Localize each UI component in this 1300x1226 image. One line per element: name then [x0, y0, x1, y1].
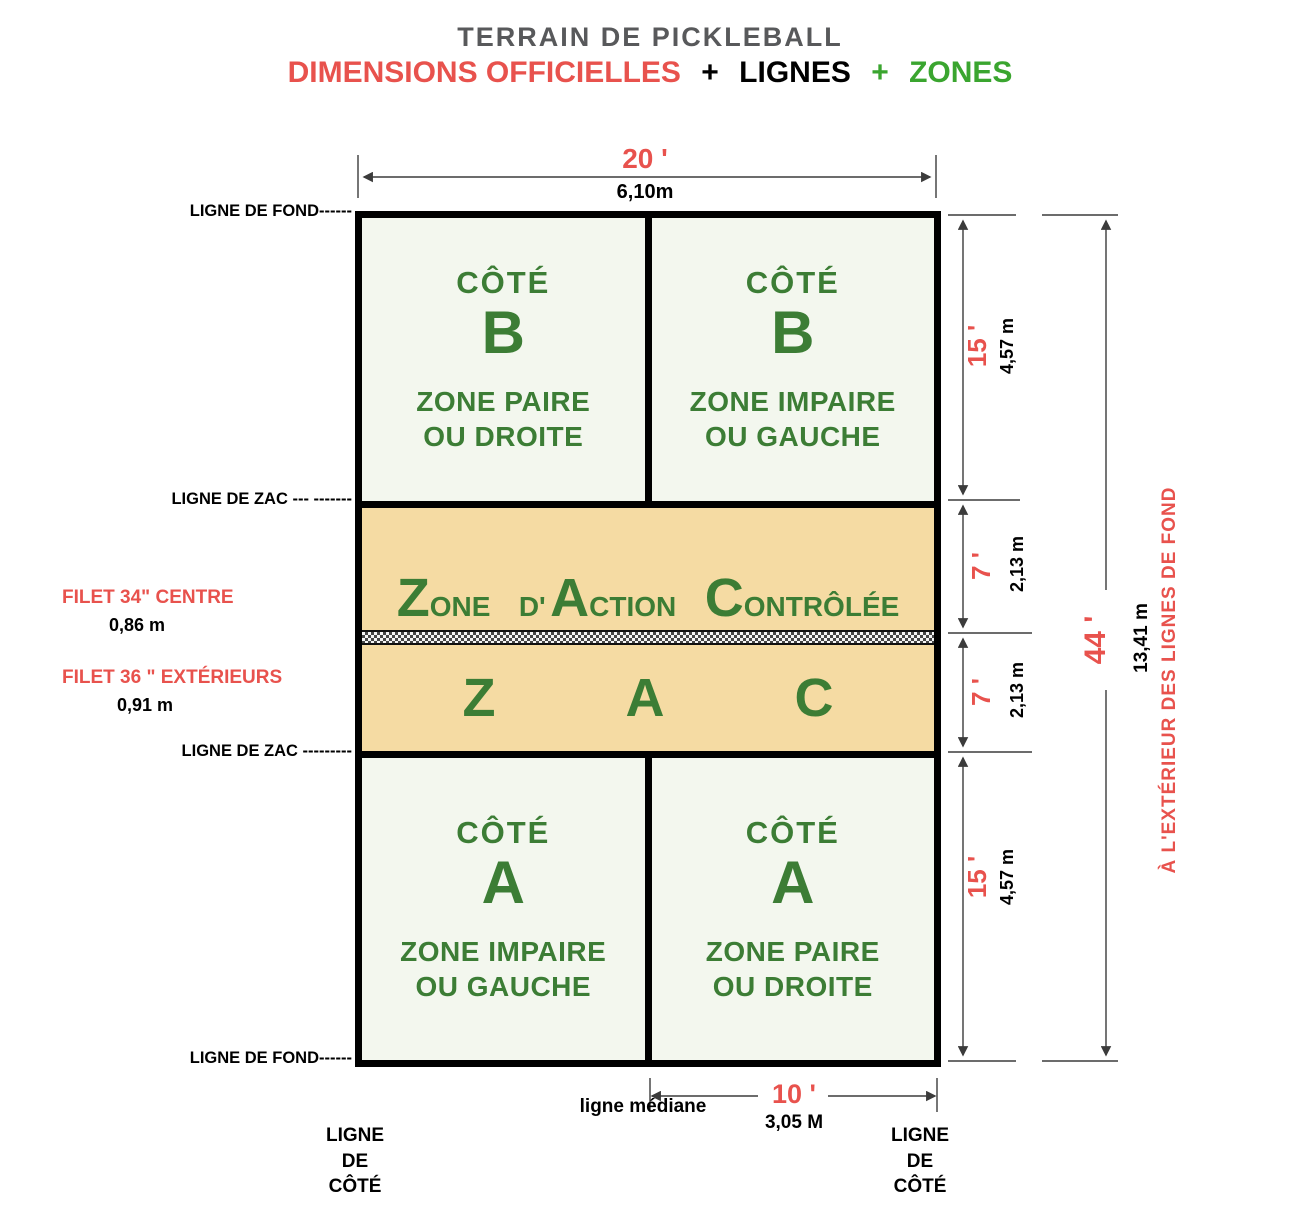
- zac-z-big: Z: [396, 568, 430, 628]
- zone-a-left: CÔTÉ A ZONE IMPAIRE OU GAUCHE: [362, 758, 645, 1060]
- label-exterieur-lignes-de-fond: À L'EXTÉRIEUR DES LIGNES DE FOND: [1159, 486, 1180, 874]
- subtitle-plus-1: +: [701, 56, 719, 89]
- dim-total-feet: 44 ': [1079, 615, 1112, 665]
- court-side-b: CÔTÉ B ZONE PAIRE OU DROITE CÔTÉ B ZONE …: [362, 218, 934, 501]
- dim-b-meters: 4,57 m: [997, 317, 1017, 375]
- zone-a-right-line1: ZONE PAIRE: [705, 935, 880, 967]
- zac-lower-c: C: [794, 668, 834, 728]
- cote-right-line2: DE: [906, 1150, 934, 1172]
- label-ligne-mediane: ligne médiane: [579, 1096, 707, 1117]
- court-side-a: CÔTÉ A ZONE IMPAIRE OU GAUCHE CÔTÉ A ZON…: [362, 758, 934, 1060]
- dim-total-meters: 13,41 m: [1131, 603, 1152, 673]
- cote-right-line3: CÔTÉ: [893, 1176, 947, 1198]
- zone-a-right-letter: A: [771, 848, 815, 916]
- net-band: [362, 630, 934, 645]
- page-title: TERRAIN DE PICKLEBALL: [457, 22, 843, 52]
- label-ligne-de-cote-left: LIGNE DE CÔTÉ: [303, 1123, 407, 1200]
- cote-right-line1: LIGNE: [890, 1125, 950, 1146]
- center-line-bottom: [644, 758, 652, 1060]
- zone-a-right-line2: OU DROITE: [712, 970, 873, 1002]
- zac-line-bottom: [362, 751, 934, 758]
- label-ligne-de-fond-bottom: LIGNE DE FOND------: [189, 1049, 352, 1067]
- label-filet-centre: FILET 34" CENTRE: [62, 587, 234, 608]
- zone-b-right-description: ZONE IMPAIRE OU GAUCHE: [690, 384, 896, 454]
- zac-upper-label: ZONE D' ACTION CONTRÔLÉE: [397, 571, 900, 625]
- label-filet-centre-meters: 0,86 m: [108, 615, 166, 635]
- zone-b-left: CÔTÉ B ZONE PAIRE OU DROITE: [362, 218, 645, 501]
- zone-a-right-title: CÔTÉ: [745, 814, 840, 850]
- dim-a-meters: 4,57 m: [997, 848, 1017, 906]
- zone-a-left-letter: A: [481, 848, 525, 916]
- subtitle-zones: ZONES: [909, 56, 1013, 89]
- dim-zac-lower-meters: 2,13 m: [1007, 661, 1027, 719]
- page-subtitle: DIMENSIONS OFFICIELLES + LIGNES + ZONES: [0, 56, 1300, 90]
- zac-lower-z: Z: [462, 668, 496, 728]
- zac-z-rest: ONE: [429, 591, 491, 622]
- zone-b-left-line1: ZONE PAIRE: [416, 386, 591, 417]
- zac-lower-a: A: [625, 668, 665, 728]
- court: CÔTÉ B ZONE PAIRE OU DROITE CÔTÉ B ZONE …: [355, 211, 941, 1067]
- zone-b-right-line2: OU GAUCHE: [704, 421, 881, 452]
- zac-line-top: [362, 501, 934, 508]
- label-ligne-de-zac-bottom: LIGNE DE ZAC ---------: [181, 742, 352, 760]
- zone-a-left-line1: ZONE IMPAIRE: [400, 935, 607, 967]
- zone-a-left-line2: OU GAUCHE: [415, 970, 592, 1002]
- zone-a-right-description: ZONE PAIRE OU DROITE: [706, 934, 880, 1004]
- subtitle-dimensions: DIMENSIONS OFFICIELLES: [287, 56, 681, 89]
- center-line-top: [644, 218, 652, 501]
- dim-zac-lower-feet: 7 ': [966, 678, 996, 706]
- zone-a-right: CÔTÉ A ZONE PAIRE OU DROITE: [652, 758, 935, 1060]
- zone-b-left-line2: OU DROITE: [423, 421, 584, 452]
- cote-left-line3: CÔTÉ: [328, 1176, 382, 1198]
- dim-bottom-feet: 10 ': [772, 1079, 816, 1109]
- zac-zone-upper: ZONE D' ACTION CONTRÔLÉE: [362, 508, 934, 630]
- zone-b-left-letter: B: [481, 299, 525, 366]
- dim-b-feet: 15 ': [962, 324, 992, 368]
- zac-c-rest: ONTRÔLÉE: [743, 591, 900, 622]
- zac-a-rest: CTION: [589, 591, 677, 622]
- zone-a-left-title: CÔTÉ: [456, 814, 551, 850]
- label-ligne-de-zac-top: LIGNE DE ZAC --- -------: [171, 490, 352, 508]
- dim-top-feet: 20 ': [622, 143, 668, 174]
- zone-b-right-line1: ZONE IMPAIRE: [689, 386, 896, 417]
- dim-bottom-meters: 3,05 M: [764, 1112, 824, 1133]
- zac-d: D': [518, 591, 546, 622]
- zone-a-left-description: ZONE IMPAIRE OU GAUCHE: [400, 934, 606, 1004]
- zone-b-left-description: ZONE PAIRE OU DROITE: [416, 384, 590, 454]
- dim-top-meters: 6,10m: [616, 181, 674, 203]
- dimension-lines: [357, 155, 1118, 1112]
- zac-c-big: C: [704, 568, 744, 628]
- dim-a-feet: 15 ': [962, 855, 992, 899]
- label-ligne-de-fond-top: LIGNE DE FOND------: [189, 202, 352, 220]
- subtitle-lignes: LIGNES: [739, 56, 851, 89]
- zone-b-right-title: CÔTÉ: [745, 265, 840, 300]
- zone-b-left-title: CÔTÉ: [456, 265, 551, 300]
- cote-left-line1: LIGNE: [325, 1125, 385, 1146]
- label-filet-exterieurs: FILET 36 " EXTÉRIEURS: [62, 667, 283, 688]
- zac-a-big: A: [550, 568, 590, 628]
- zone-b-right-letter: B: [771, 299, 815, 366]
- zone-b-right: CÔTÉ B ZONE IMPAIRE OU GAUCHE: [652, 218, 935, 501]
- subtitle-plus-2: +: [871, 56, 889, 89]
- zac-zone-lower: Z A C: [362, 645, 934, 751]
- cote-left-line2: DE: [341, 1150, 369, 1172]
- label-filet-exterieurs-meters: 0,91 m: [116, 695, 174, 715]
- dim-zac-upper-meters: 2,13 m: [1007, 535, 1027, 593]
- dim-zac-upper-feet: 7 ': [966, 552, 996, 580]
- label-ligne-de-cote-right: LIGNE DE CÔTÉ: [868, 1123, 972, 1200]
